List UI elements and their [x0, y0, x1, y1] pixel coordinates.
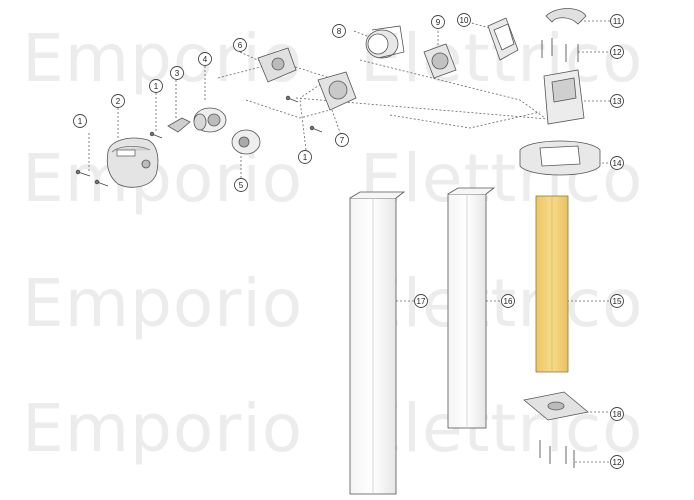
callout-9: 9	[431, 15, 445, 29]
callout-12: 12	[610, 455, 624, 469]
callout-17: 17	[414, 294, 428, 308]
callout-7: 7	[335, 133, 349, 147]
callout-label: 7	[340, 136, 345, 145]
watermark-left-4: Emporio	[22, 390, 304, 467]
callout-11: 11	[610, 14, 624, 28]
watermark-left-3: Emporio	[22, 265, 304, 342]
callout-1: 1	[149, 79, 163, 93]
callout-13: 13	[610, 94, 624, 108]
callout-label: 9	[436, 18, 441, 27]
part-3-clip	[167, 117, 191, 133]
part-8-ring	[365, 25, 405, 59]
part-13-head	[543, 69, 585, 125]
callout-5: 5	[234, 178, 248, 192]
callout-1: 1	[298, 150, 312, 164]
callout-label: 15	[613, 297, 622, 306]
part-5-lens	[231, 129, 261, 155]
part-14-collar	[519, 140, 601, 176]
callout-label: 1	[78, 117, 83, 126]
callout-label: 5	[239, 181, 244, 190]
part-1-screws	[75, 95, 323, 187]
callout-12: 12	[610, 45, 624, 59]
callout-label: 13	[613, 97, 622, 106]
callout-label: 1	[154, 82, 159, 91]
callout-8: 8	[332, 24, 346, 38]
callout-label: 10	[460, 16, 469, 25]
callout-1: 1	[73, 114, 87, 128]
callout-label: 12	[613, 48, 622, 57]
watermark-right-4: Elettrico	[360, 390, 644, 467]
callout-label: 16	[504, 297, 513, 306]
callout-label: 14	[613, 159, 622, 168]
callout-label: 6	[238, 41, 243, 50]
part-4-lens	[193, 107, 227, 133]
callout-10: 10	[457, 13, 471, 27]
part-9-flange	[423, 43, 457, 79]
part-18-base	[523, 391, 589, 421]
callout-18: 18	[610, 407, 624, 421]
callout-label: 4	[203, 55, 208, 64]
callout-16: 16	[501, 294, 515, 308]
part-16-column	[447, 187, 496, 429]
part-2-cover	[106, 137, 159, 188]
part-12-screws-top	[541, 38, 579, 62]
part-15-column-highlight	[535, 195, 569, 373]
callout-6: 6	[233, 38, 247, 52]
callout-2: 2	[111, 94, 125, 108]
callout-label: 17	[417, 297, 426, 306]
callout-label: 1	[303, 153, 308, 162]
callout-label: 3	[175, 69, 180, 78]
callout-15: 15	[610, 294, 624, 308]
callout-3: 3	[170, 66, 184, 80]
callout-4: 4	[198, 52, 212, 66]
callout-label: 11	[613, 17, 622, 26]
part-11-cap	[545, 8, 587, 25]
callout-label: 12	[613, 458, 622, 467]
watermark-right-3: Elettrico	[360, 265, 644, 342]
part-7-housing	[317, 71, 357, 111]
part-10-bracket	[487, 17, 519, 61]
part-6-plate	[257, 47, 297, 83]
callout-label: 18	[613, 410, 622, 419]
part-12-screws-bottom	[539, 440, 575, 468]
callout-label: 8	[337, 27, 342, 36]
callout-label: 2	[116, 97, 121, 106]
watermark-left-2: Emporio	[22, 140, 304, 217]
callout-14: 14	[610, 156, 624, 170]
part-17-column	[349, 191, 406, 495]
